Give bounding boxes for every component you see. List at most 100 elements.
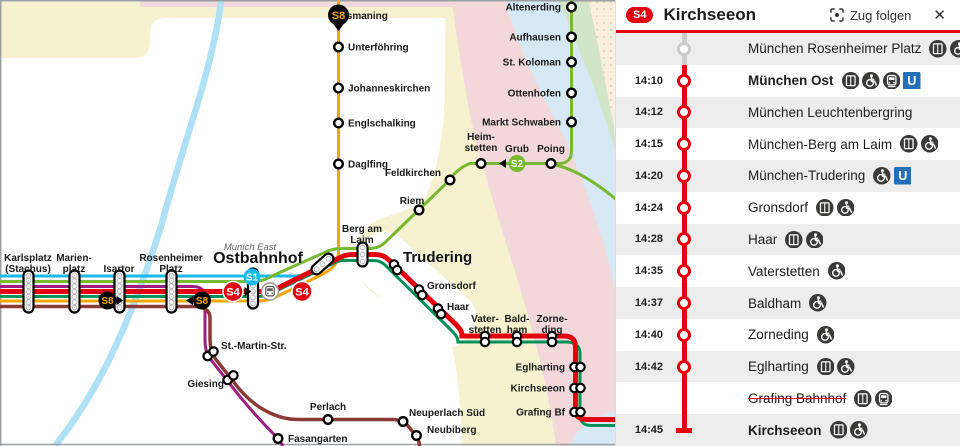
station-label: Neubiberg (427, 425, 476, 436)
elevator-icon (829, 421, 848, 439)
station-label: Grub (505, 144, 529, 155)
stop-icons (900, 135, 939, 153)
stop-row[interactable]: Grafing Bahnhof (616, 382, 960, 415)
station-Aufhausen[interactable] (566, 31, 578, 43)
s3-line (0, 285, 285, 446)
station-marker[interactable] (22, 269, 35, 314)
river (52, 0, 225, 446)
badge-S4[interactable]: S4 (291, 280, 313, 303)
follow-train-icon (830, 8, 844, 22)
stop-time: 14:28 (634, 233, 663, 246)
train-direction-arrow (116, 296, 124, 305)
stop-icons (816, 198, 855, 217)
stop-row[interactable]: München Rosenheimer Platz (616, 33, 960, 65)
badge-S8[interactable]: S8 (98, 291, 117, 310)
station-Englschalking[interactable] (333, 117, 345, 129)
stop-row[interactable]: 14:12 München Leuchtenbergring (616, 96, 960, 129)
station-Unterföhring[interactable] (333, 41, 345, 53)
stop-name: München Leuchtenbergring (748, 104, 913, 120)
wheelchair-icon (920, 135, 939, 153)
station-label: Johanneskirchen (348, 84, 430, 95)
badge-label: S1 (246, 273, 259, 284)
station-marker[interactable] (165, 269, 178, 314)
station-Neuperlach Süd[interactable] (397, 416, 409, 428)
elevator-icon (929, 40, 947, 58)
station-Riem[interactable] (413, 204, 425, 216)
stop-name: Haar (748, 231, 778, 247)
station-label: Daglfing (348, 160, 388, 171)
station-Poing[interactable] (545, 157, 557, 169)
station-Feldkirchen[interactable] (444, 174, 456, 186)
wheelchair-icon (805, 230, 824, 249)
badge-S4[interactable]: S4 (222, 280, 244, 303)
wheelchair-icon (827, 262, 846, 280)
badge-S8[interactable]: S8 (193, 291, 211, 310)
station-label: Ottenhofen (508, 89, 561, 100)
badge-S1[interactable]: S1 (243, 268, 261, 286)
station-label: St. Koloman (503, 58, 561, 69)
stop-name: Eglharting (748, 359, 809, 375)
stop-name: Baldham (748, 295, 802, 311)
stop-icons (816, 357, 855, 376)
stop-row[interactable]: 14:28 Haar (616, 223, 960, 256)
stop-marker (677, 264, 691, 279)
stop-icons (785, 230, 824, 249)
stop-time: 14:40 (634, 328, 663, 341)
stop-marker (677, 359, 691, 374)
station-marker[interactable] (309, 252, 335, 277)
station-marker[interactable] (113, 269, 126, 314)
station-St. Koloman[interactable] (566, 56, 578, 68)
badge-label: S8 (101, 296, 114, 307)
badge-label: S4 (295, 286, 309, 298)
station-Heimstetten[interactable] (475, 157, 487, 169)
badge-S2[interactable]: S2 (508, 155, 526, 172)
line-badge: S4 (626, 7, 654, 23)
wheelchair-icon (949, 40, 960, 58)
close-icon[interactable]: ✕ (933, 7, 946, 24)
station-label: Marien-platz (56, 253, 92, 275)
station-label: Haar (447, 302, 469, 313)
station-label: Neuperlach Süd (409, 408, 485, 419)
badge-S8[interactable]: S8 (328, 4, 349, 32)
stop-marker (677, 168, 691, 183)
station-label: Feldkirchen (385, 168, 441, 179)
sbahn-station-icon (260, 282, 280, 301)
route-line (681, 414, 687, 431)
zone-blue (505, 0, 615, 290)
stop-name: Gronsdorf (748, 200, 809, 216)
station-Ottenhofen[interactable] (566, 87, 578, 99)
stop-time: 14:20 (634, 169, 663, 182)
station-label: Perlach (310, 402, 346, 413)
elevator-icon (816, 198, 834, 217)
sub-label: Munich East (224, 242, 277, 253)
station-Fasangarten[interactable] (272, 433, 284, 445)
big-station-label: Trudering (403, 249, 472, 266)
station-Neubiberg[interactable] (411, 430, 423, 442)
station-Johanneskirchen[interactable] (333, 82, 345, 94)
station-Markt Schwaben[interactable] (566, 116, 578, 128)
station-Daglfing[interactable] (333, 158, 345, 170)
station-Altenerding[interactable] (566, 1, 578, 13)
badge-label: S4 (226, 286, 240, 298)
stop-marker (677, 327, 691, 342)
badge-label: S2 (511, 159, 524, 170)
stop-time: 14:12 (634, 106, 663, 119)
station-label: Markt Schwaben (482, 118, 561, 129)
ubahn-icon: U (893, 167, 912, 185)
station-marker[interactable] (68, 269, 81, 314)
zone-pink-strip (140, 0, 455, 7)
follow-train-button[interactable]: Zug folgen (830, 8, 911, 23)
station-Perlach[interactable] (322, 414, 334, 426)
station-marker[interactable] (356, 241, 369, 268)
